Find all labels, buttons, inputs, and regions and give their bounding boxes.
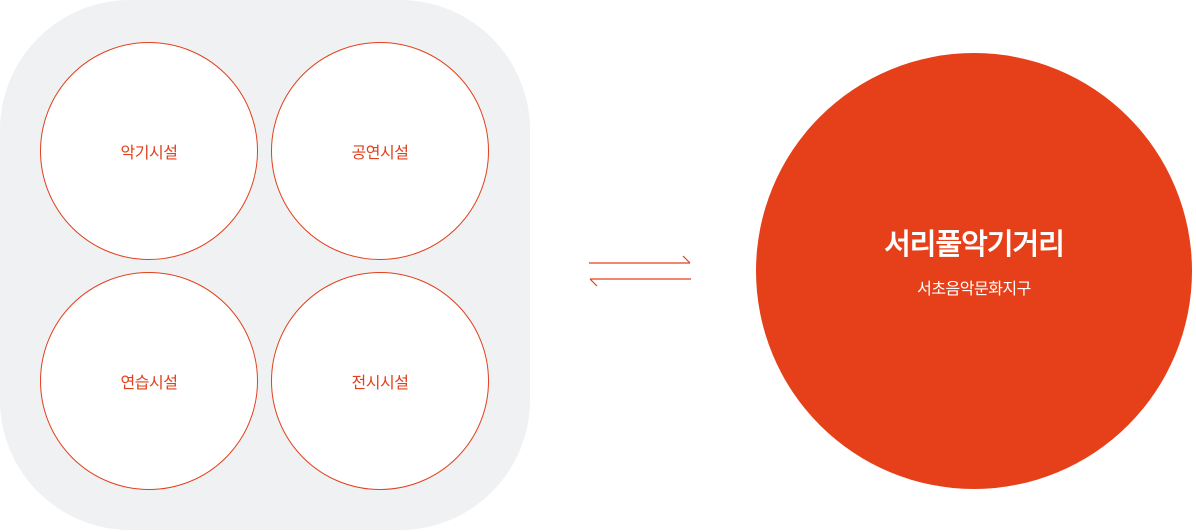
bidirectional-arrows-icon xyxy=(589,255,691,287)
facility-circle-instruments: 악기시설 xyxy=(40,42,258,260)
district-subtitle: 서초음악문화지구 xyxy=(917,279,1031,298)
facility-label: 악기시설 xyxy=(120,143,178,162)
facility-label: 공연시설 xyxy=(351,143,409,162)
district-circle: 서리풀악기거리 서초음악문화지구 xyxy=(756,53,1192,489)
facility-circle-practice: 연습시설 xyxy=(40,272,258,490)
district-title: 서리풀악기거리 xyxy=(884,227,1065,261)
facility-circle-performance: 공연시설 xyxy=(271,42,489,260)
facility-circle-exhibition: 전시시설 xyxy=(271,272,489,490)
facility-label: 전시시설 xyxy=(351,373,409,392)
facilities-panel: 악기시설 공연시설 연습시설 전시시설 xyxy=(0,0,530,530)
facility-label: 연습시설 xyxy=(120,373,178,392)
